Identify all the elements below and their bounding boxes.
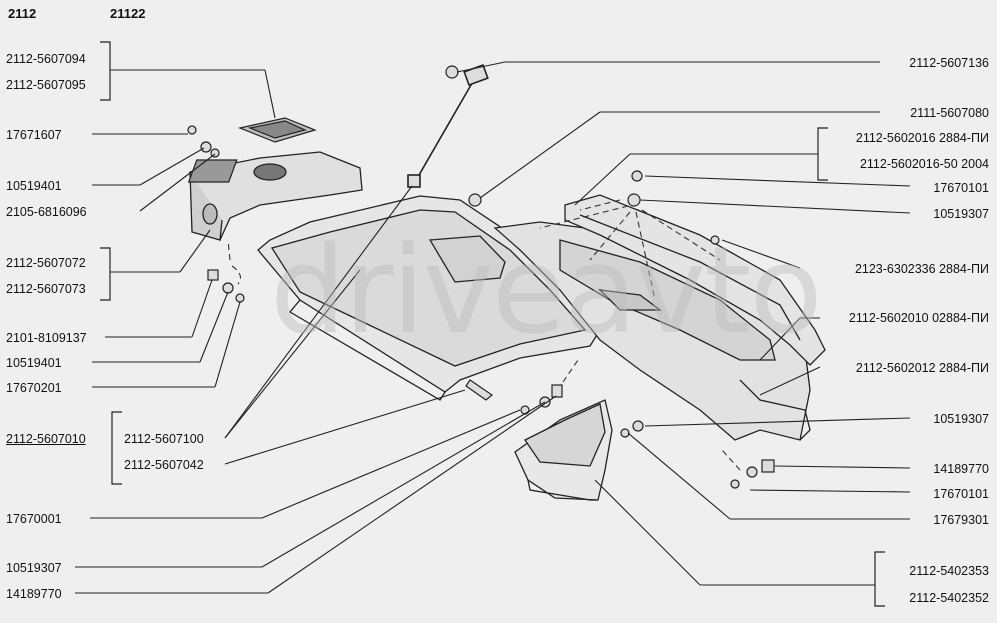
part-label: 2112-5602010 02884-ПИ <box>848 311 989 325</box>
part-label: 2112-5607100 <box>124 432 204 446</box>
support-strap <box>407 63 489 188</box>
assembly-label: 2112-5607010 <box>6 432 86 446</box>
part-label: 2112-5607042 <box>124 458 204 472</box>
part-label: 14189770 <box>933 462 989 476</box>
part-label: 17670101 <box>933 487 989 501</box>
storage-box <box>514 399 613 501</box>
part-label: 10519307 <box>933 412 989 426</box>
part-label: 14189770 <box>6 587 62 601</box>
part-label: 2123-6302336 2884-ПИ <box>854 262 989 276</box>
model-label-2112: 2112 <box>8 6 37 21</box>
part-label: 10519401 <box>6 179 62 193</box>
part-label: 2112-5402353 <box>909 564 989 578</box>
leader-lines-right <box>456 61 911 586</box>
part-label: 17679301 <box>933 513 989 527</box>
model-label-21122: 21122 <box>110 6 146 21</box>
part-label: 2112-5602016 2884-ПИ <box>855 131 989 145</box>
upper-reinforcement <box>564 194 826 366</box>
part-label: 2112-5602016-50 2004 <box>859 157 989 171</box>
fasteners <box>187 65 775 489</box>
part-label: 17670201 <box>6 381 62 395</box>
part-label: 2105-6816096 <box>6 205 87 219</box>
part-label: 2111-5607080 <box>910 106 989 120</box>
part-label: 10519307 <box>6 561 62 575</box>
part-label: 2112-5602012 2884-ПИ <box>855 361 989 375</box>
assembly-lines <box>227 199 741 471</box>
part-label: 17671607 <box>6 128 62 142</box>
part-label: 2101-8109137 <box>6 331 87 345</box>
part-label: 2112-5402352 <box>909 591 989 605</box>
watermark: driveavto <box>270 222 823 361</box>
leader-lines-left <box>75 69 557 594</box>
part-label: 2112-5607072 <box>6 256 86 270</box>
part-label: 2112-5607095 <box>6 78 86 92</box>
rear-crossmember <box>493 221 811 441</box>
speaker-grille <box>237 117 317 143</box>
part-label: 2112-5607094 <box>6 52 86 66</box>
part-label: 17670101 <box>933 181 989 195</box>
part-label: 10519401 <box>6 356 62 370</box>
part-label: 10519307 <box>933 207 989 221</box>
part-label: 2112-5607073 <box>6 282 86 296</box>
part-label: 17670001 <box>6 512 62 526</box>
left-brackets <box>100 41 122 485</box>
part-label: 2112-5607136 <box>909 56 989 70</box>
